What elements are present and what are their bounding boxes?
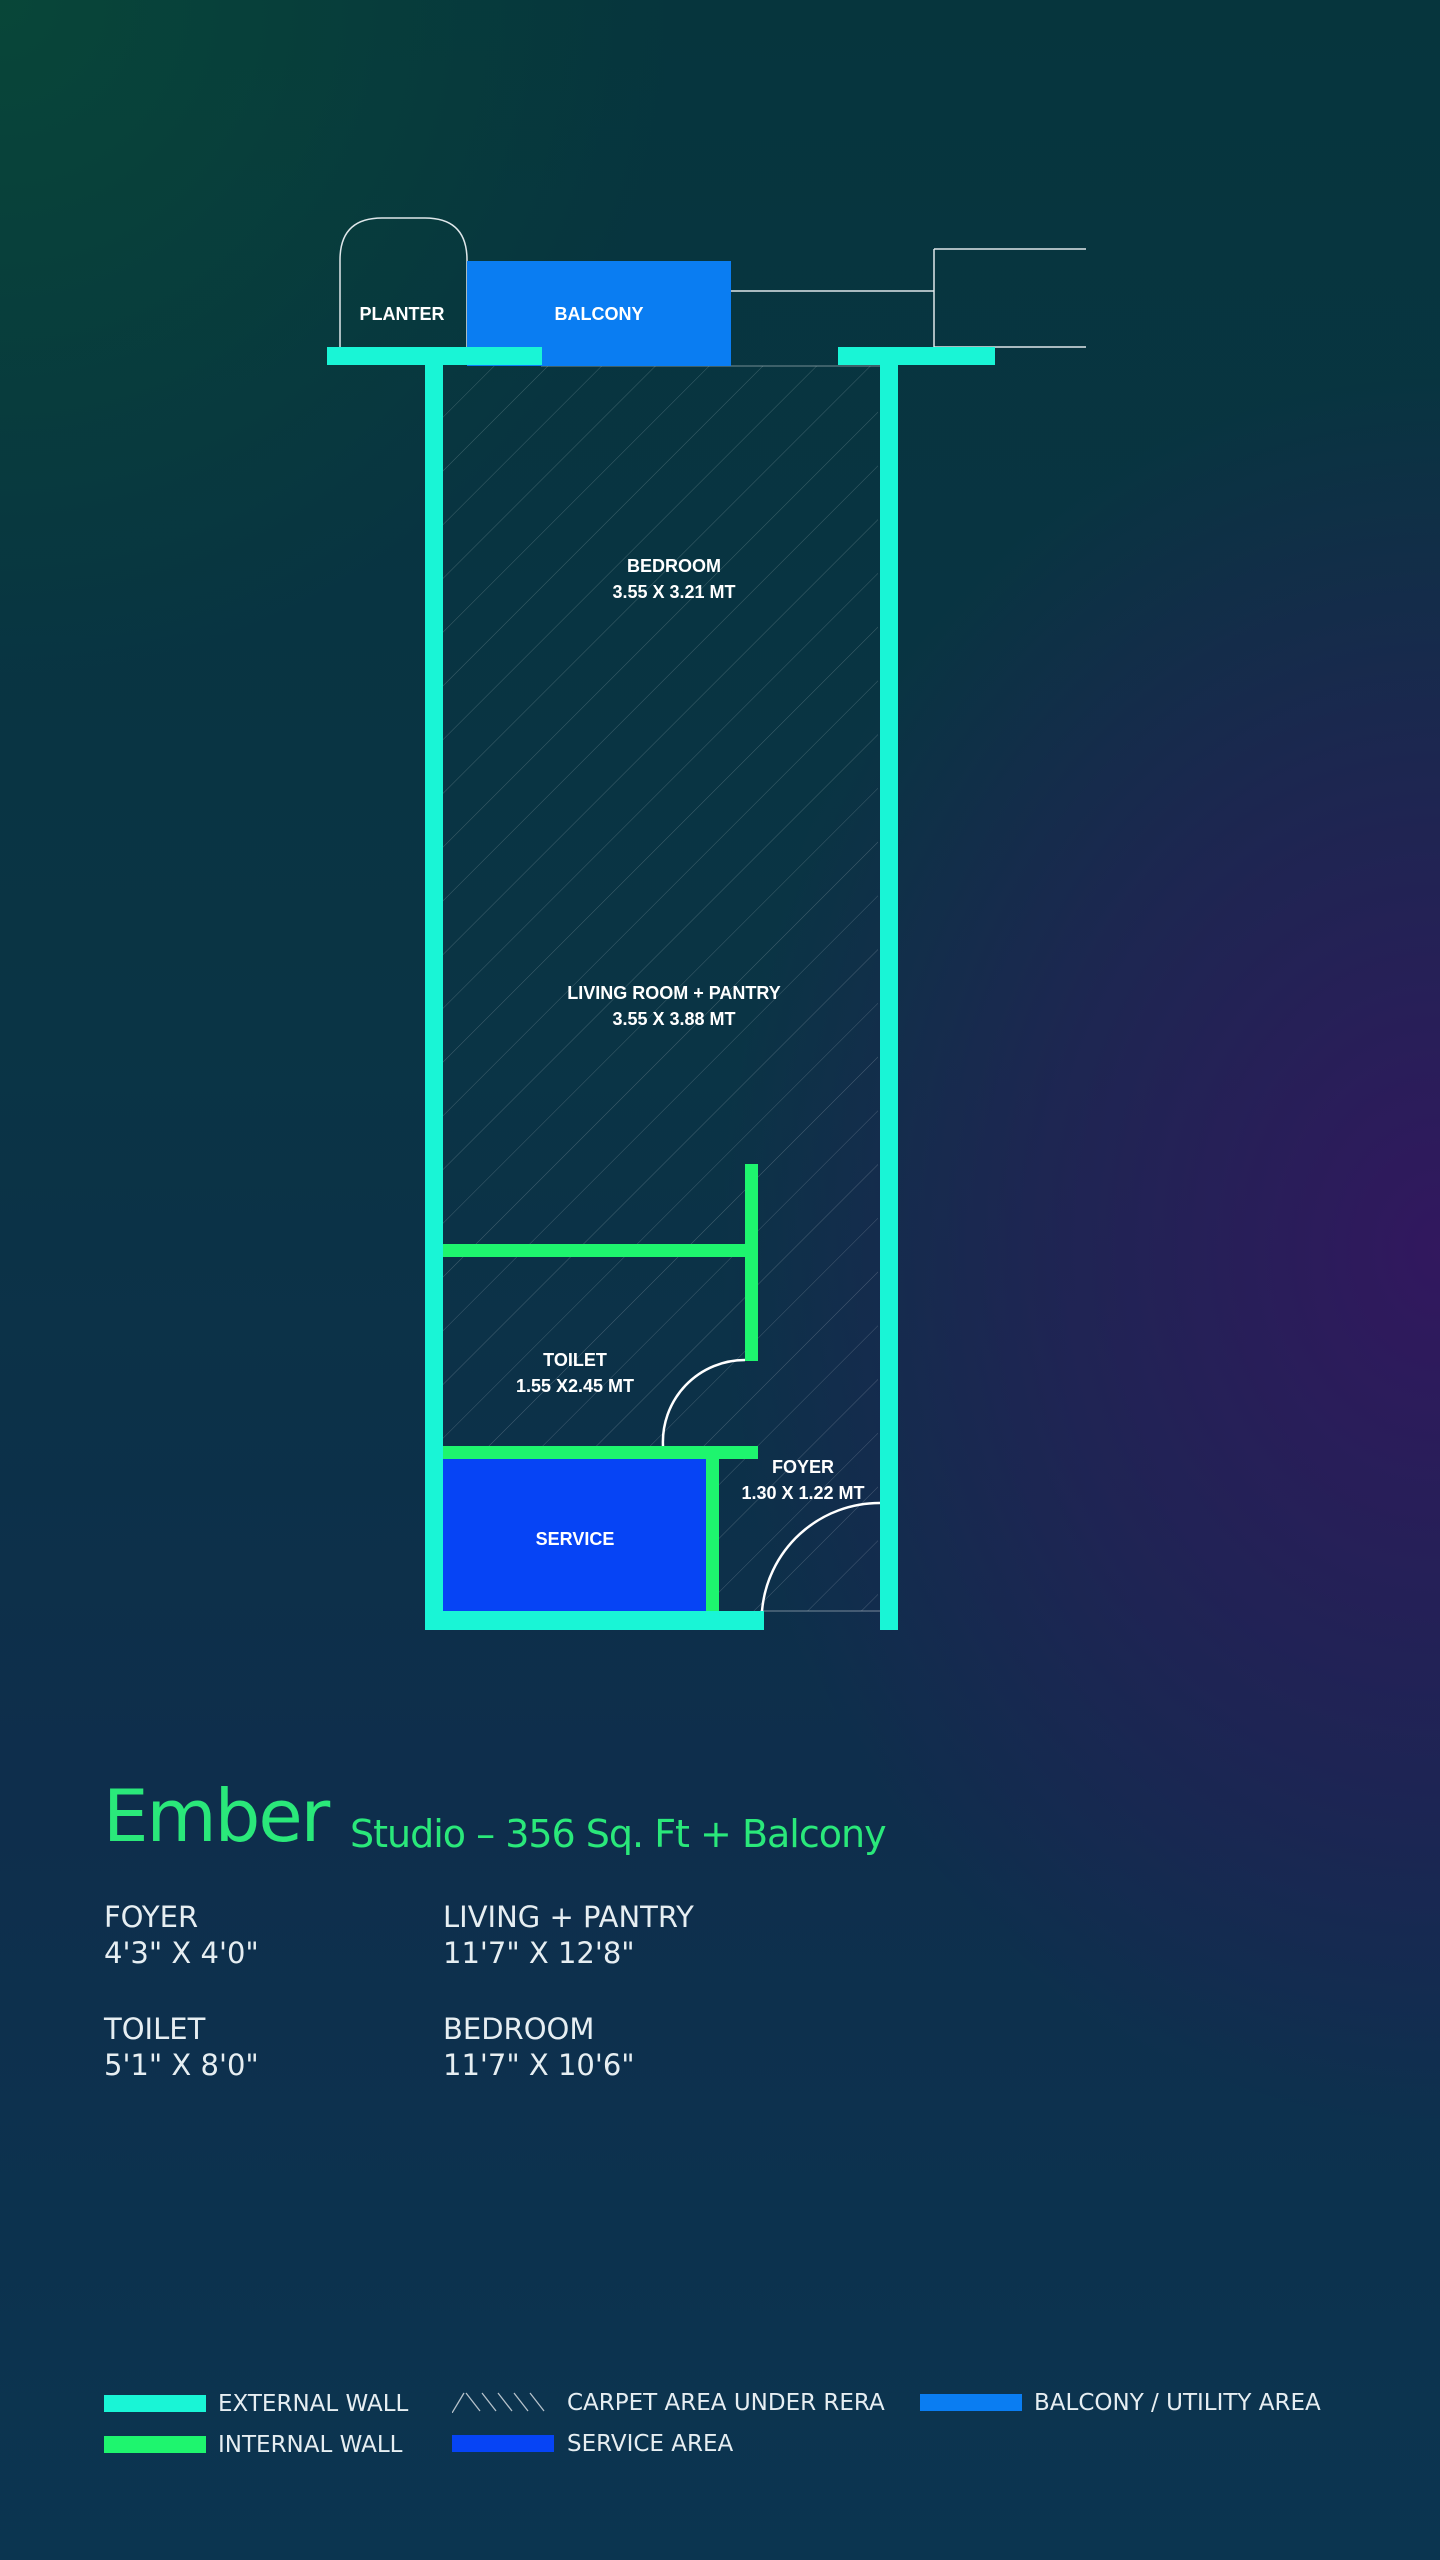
unit-subtitle: Studio – 356 Sq. Ft + Balcony (350, 1812, 887, 1856)
balcony-label: BALCONY (555, 304, 644, 324)
legend-balcony-label: BALCONY / UTILITY AREA (1034, 2390, 1321, 2416)
living-room-label: LIVING ROOM + PANTRY (567, 983, 781, 1003)
internal-wall (443, 1244, 758, 1257)
external-wall (425, 365, 443, 1630)
legend-carpet-hatch-swatch (452, 2392, 545, 2413)
unit-name: Ember (103, 1774, 330, 1858)
spec-bedroom-name: BEDROOM (443, 2012, 595, 2046)
floor-plan: PLANTER BALCONY BEDROOM 3.55 X 3.21 MT L… (327, 217, 1086, 1630)
foyer-dims: 1.30 X 1.22 MT (741, 1483, 864, 1503)
legend-external-wall-swatch (104, 2395, 206, 2412)
spec-living-name: LIVING + PANTRY (443, 1900, 694, 1934)
spec-bedroom-dims: 11'7" X 10'6" (443, 2048, 635, 2082)
legend-balcony-swatch (920, 2394, 1022, 2411)
external-wall (327, 347, 542, 365)
external-wall (425, 1611, 764, 1630)
legend-internal-wall-swatch (104, 2436, 206, 2453)
entrance-door-swing (760, 1501, 881, 1612)
legend-service-area-swatch (452, 2435, 554, 2452)
carpet-area-hatch (443, 366, 878, 1611)
spec-foyer-dims: 4'3" X 4'0" (104, 1936, 259, 1970)
service-area (443, 1458, 709, 1611)
toilet-door-swing (661, 1358, 746, 1447)
external-wall (838, 347, 995, 365)
service-label: SERVICE (536, 1529, 615, 1549)
legend-external-wall-label: EXTERNAL WALL (218, 2391, 409, 2417)
planter-label: PLANTER (360, 304, 445, 324)
spec-toilet-name: TOILET (104, 2012, 206, 2046)
external-wall (880, 365, 898, 1630)
bedroom-dims: 3.55 X 3.21 MT (612, 582, 735, 602)
legend-carpet-area-label: CARPET AREA UNDER RERA (567, 2390, 885, 2416)
spec-living-dims: 11'7" X 12'8" (443, 1936, 635, 1970)
spec-toilet-dims: 5'1" X 8'0" (104, 2048, 259, 2082)
legend-internal-wall-label: INTERNAL WALL (218, 2432, 403, 2458)
planter-shape (339, 217, 468, 347)
toilet-label: TOILET (543, 1350, 607, 1370)
legend-service-area-label: SERVICE AREA (567, 2431, 734, 2457)
living-room-dims: 3.55 X 3.88 MT (612, 1009, 735, 1029)
internal-wall (706, 1458, 719, 1611)
internal-wall (745, 1164, 758, 1361)
foyer-label: FOYER (772, 1457, 834, 1477)
internal-wall (443, 1446, 758, 1459)
bedroom-label: BEDROOM (627, 556, 721, 576)
toilet-dims: 1.55 X2.45 MT (516, 1376, 634, 1396)
spec-foyer-name: FOYER (104, 1900, 199, 1934)
